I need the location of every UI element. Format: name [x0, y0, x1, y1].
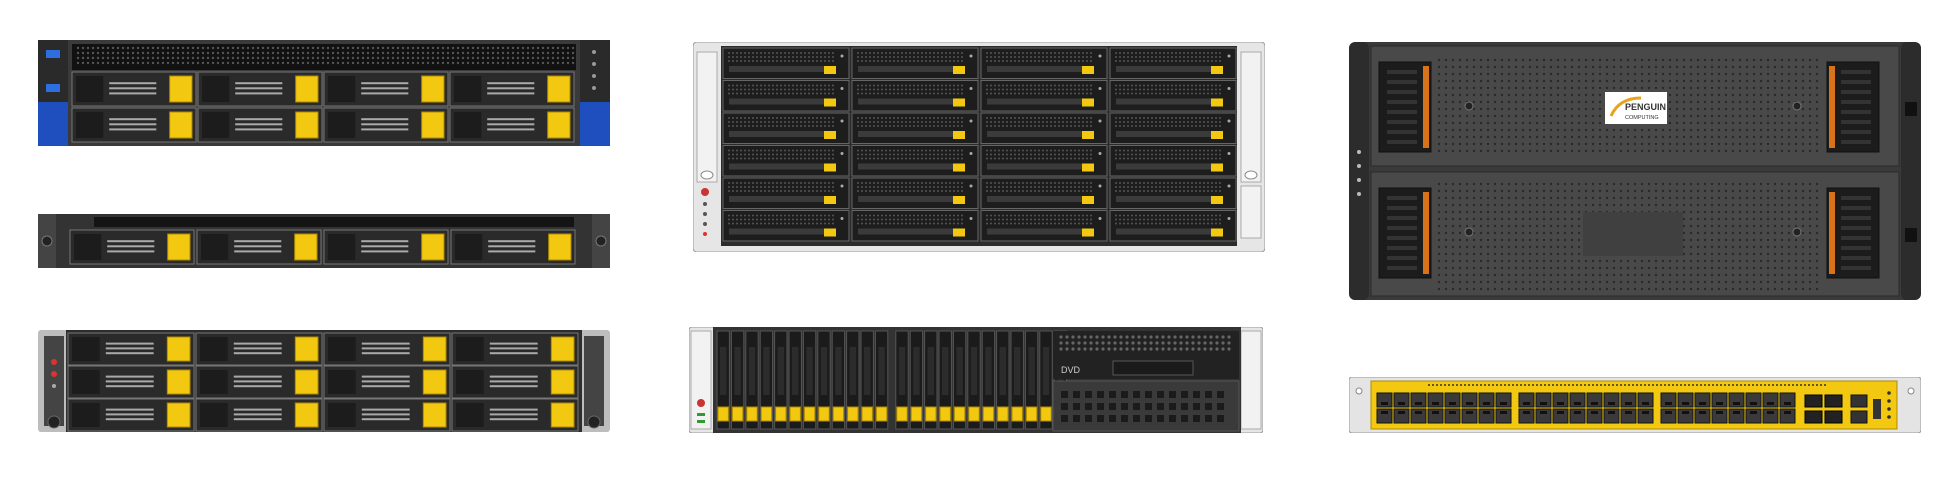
vent-grille	[1059, 335, 1231, 351]
usb-port-icon	[46, 50, 60, 92]
drive-bays	[71, 71, 575, 143]
drive-bays	[67, 332, 579, 432]
server-2u-12bay	[38, 330, 610, 432]
power-button-icon	[701, 188, 709, 236]
power-button-icon	[697, 399, 705, 423]
logo-line2: COMPUTING	[1625, 115, 1659, 121]
management-port-icon	[1850, 391, 1891, 424]
server-1u-4bay	[38, 214, 610, 268]
logo-line1: PENGUIN	[1625, 102, 1666, 112]
optical-drive-label: DVD	[1061, 365, 1081, 375]
server-2u-blue	[38, 40, 610, 146]
drive-bays	[716, 330, 1068, 430]
server-2u-24sff: DVD	[689, 327, 1263, 433]
switch-1u-48port	[1349, 377, 1921, 433]
status-led-icon	[51, 359, 57, 388]
drawer-handles	[1378, 61, 1880, 279]
status-led-icon	[592, 50, 596, 90]
sfp-ports	[1804, 394, 1843, 424]
vent-grille	[1428, 384, 1826, 386]
drive-bays	[69, 229, 576, 265]
storage-4u-24bay	[693, 42, 1265, 252]
jbod-4u: PENGUIN COMPUTING	[1349, 42, 1921, 300]
vent-grille	[76, 46, 575, 65]
vent-grille	[1061, 391, 1224, 422]
ethernet-ports	[1376, 392, 1796, 424]
penguin-logo: PENGUIN COMPUTING	[1605, 92, 1667, 124]
drive-bays	[722, 47, 1237, 242]
status-led-icon	[1357, 150, 1361, 196]
